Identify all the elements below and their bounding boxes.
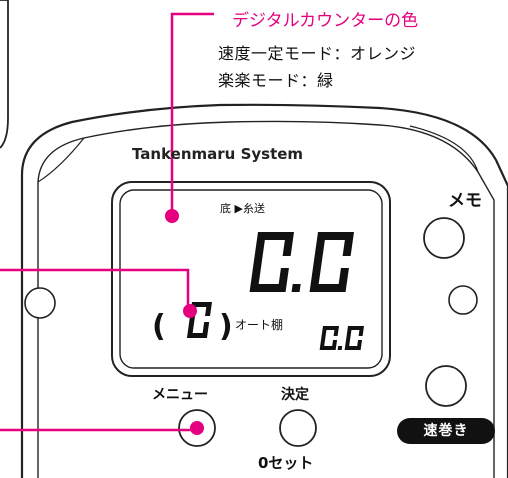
zero-reset-label: 0セット — [258, 454, 314, 472]
leader-lines — [0, 12, 214, 432]
annotation-line-2: 楽楽モード：緑 — [218, 71, 334, 90]
annotation-line-1: 速度一定モード：オレンジ — [218, 44, 417, 63]
lcd-indicator: 底 ▶糸送 — [220, 202, 265, 215]
right-middle-button[interactable] — [448, 285, 478, 315]
fast-forward-label: 速巻き — [397, 418, 495, 444]
callout-dot-lcd — [165, 209, 179, 223]
callout-dot-menu — [190, 421, 204, 435]
confirm-label: 決定 — [281, 387, 309, 403]
left-side-button[interactable] — [24, 287, 56, 319]
annotation-title: デジタルカウンターの色 — [232, 11, 419, 31]
memo-label: メモ — [448, 191, 482, 211]
paren-left: ( — [152, 309, 166, 344]
lcd-main-value — [249, 232, 354, 292]
device-body-inner — [37, 120, 495, 478]
menu-label: メニュー — [152, 387, 208, 403]
confirm-button[interactable] — [279, 409, 317, 447]
corner-bevel-left — [37, 137, 85, 183]
memo-button[interactable] — [423, 217, 465, 259]
device-body-outer — [20, 103, 508, 478]
lcd-screen — [119, 189, 383, 369]
auto-shelf-label: オート棚 — [235, 318, 284, 332]
brand-label: Tankenmaru System — [132, 145, 304, 163]
paren-right: ) — [219, 309, 233, 344]
corner-bevel-right — [409, 125, 479, 173]
side-panel-outline — [0, 0, 9, 149]
callout-dot-shelf — [183, 304, 197, 318]
fast-forward-button[interactable] — [425, 365, 467, 407]
